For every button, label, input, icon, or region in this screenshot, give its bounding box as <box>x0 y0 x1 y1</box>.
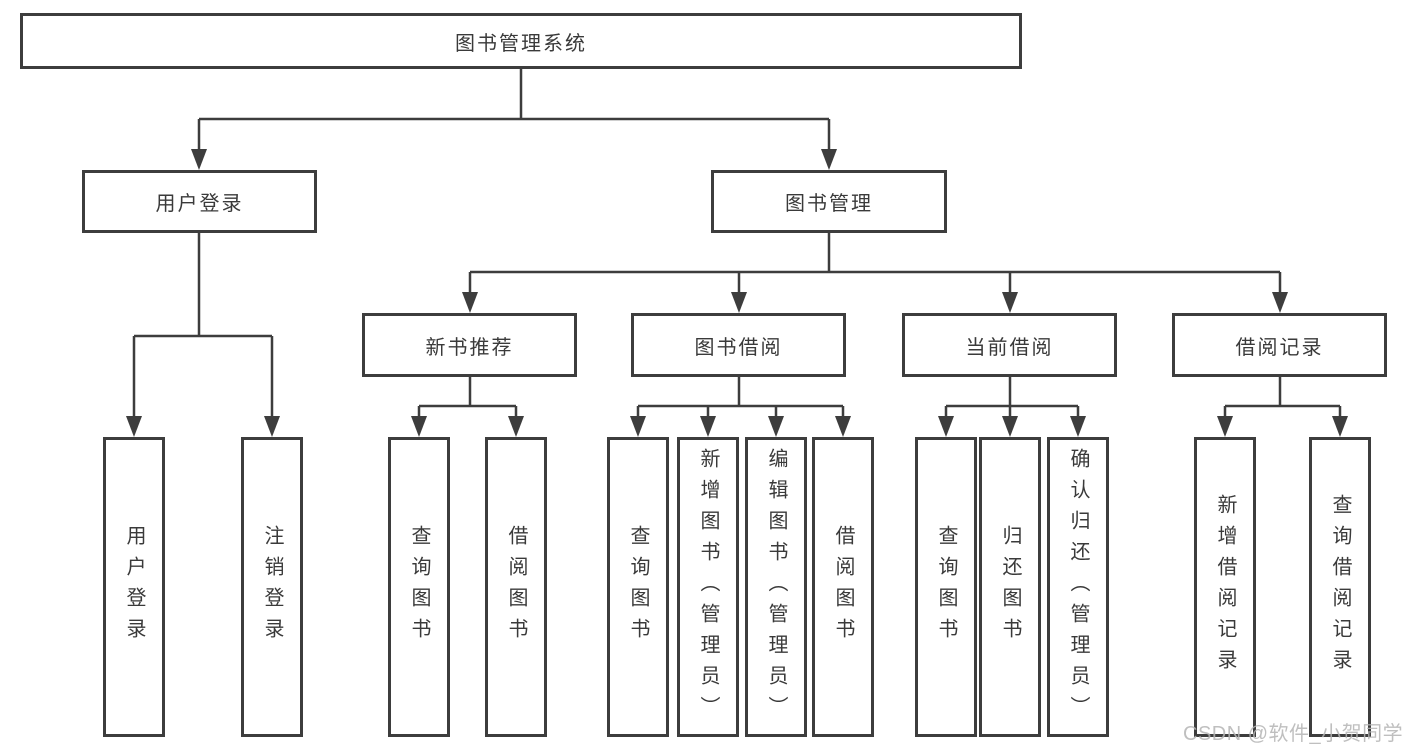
node-user-login: 用户登录 <box>82 170 317 233</box>
node-label: 当前借阅 <box>965 336 1054 359</box>
csdn-watermark: CSDN @软件_小贺同学 <box>1183 723 1404 745</box>
leaf-label: 用户登录 <box>123 525 145 649</box>
leaf-label: 归还图书 <box>999 525 1021 649</box>
leaf-label: 确认归还（管理员） <box>1067 447 1089 727</box>
node-label: 新书推荐 <box>425 336 514 359</box>
leaf-query-books: 查询图书 <box>388 437 450 737</box>
leaf-user-login: 用户登录 <box>103 437 165 737</box>
leaf-label: 查询图书 <box>627 525 649 649</box>
leaf-logout: 注销登录 <box>241 437 303 737</box>
leaf-label: 新增图书（管理员） <box>697 447 719 727</box>
node-book-borrow: 图书借阅 <box>631 313 846 377</box>
leaf-query-books: 查询图书 <box>607 437 669 737</box>
leaf-confirm-return-admin: 确认归还（管理员） <box>1047 437 1109 737</box>
leaf-return-book: 归还图书 <box>979 437 1041 737</box>
leaf-edit-book-admin: 编辑图书（管理员） <box>745 437 807 737</box>
leaf-add-borrow-record: 新增借阅记录 <box>1194 437 1256 737</box>
node-label: 图书管理 <box>785 193 873 215</box>
node-label: 图书借阅 <box>694 336 783 359</box>
leaf-label: 查询图书 <box>935 525 957 649</box>
node-book-management: 图书管理 <box>711 170 947 233</box>
node-label: 借阅记录 <box>1235 336 1324 359</box>
leaf-label: 注销登录 <box>261 525 283 649</box>
node-label: 用户登录 <box>155 193 244 215</box>
leaf-label: 编辑图书（管理员） <box>765 447 787 727</box>
leaf-borrow-books: 借阅图书 <box>485 437 547 737</box>
node-new-book-recommend: 新书推荐 <box>362 313 577 377</box>
leaf-add-book-admin: 新增图书（管理员） <box>677 437 739 737</box>
leaf-label: 查询图书 <box>408 525 430 649</box>
node-library-management-system: 图书管理系统 <box>20 13 1022 69</box>
leaf-label: 新增借阅记录 <box>1214 494 1236 680</box>
node-borrow-records: 借阅记录 <box>1172 313 1387 377</box>
node-current-borrow: 当前借阅 <box>902 313 1117 377</box>
arrowhead-icons <box>126 149 1348 437</box>
leaf-label: 查询借阅记录 <box>1329 494 1351 680</box>
leaf-label: 借阅图书 <box>832 525 854 649</box>
leaf-query-books: 查询图书 <box>915 437 977 737</box>
node-label: 图书管理系统 <box>455 32 587 55</box>
leaf-borrow-books: 借阅图书 <box>812 437 874 737</box>
leaf-query-borrow-record: 查询借阅记录 <box>1309 437 1371 737</box>
leaf-label: 借阅图书 <box>505 525 527 649</box>
